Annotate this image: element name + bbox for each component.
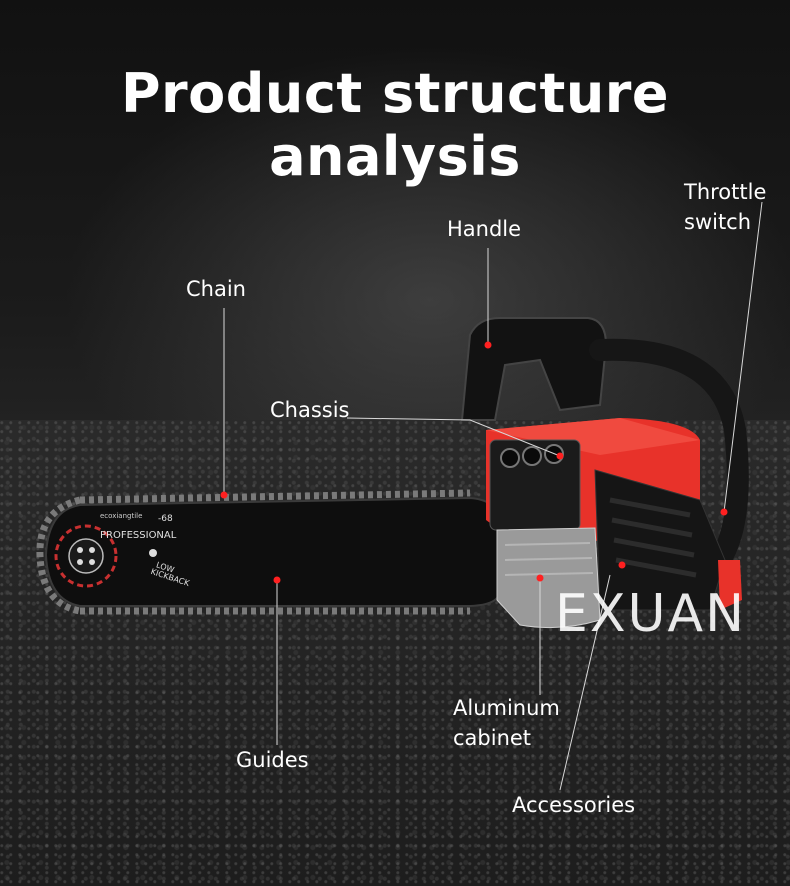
label-aluminum-line1: Aluminum [453, 696, 560, 720]
wrap-handle [589, 338, 749, 571]
bar-professional-text: PROFESSIONAL [100, 530, 177, 541]
brand-watermark: EXUAN [555, 584, 747, 644]
bar-brand-text: ecoxiangtile [100, 512, 143, 520]
sprocket-nose [54, 524, 118, 588]
bar-model-text: -68 [158, 514, 173, 524]
callout-markers [220, 341, 728, 584]
label-throttle-line2: switch [684, 210, 752, 234]
page-title: Product structure analysis [120, 62, 670, 188]
label-chain: Chain [186, 277, 246, 301]
engine-body [486, 418, 742, 629]
leader-lines [223, 201, 763, 791]
label-handle: Handle [447, 217, 522, 241]
label-throttle-line1: Throttle [684, 180, 767, 204]
top-handle [460, 317, 608, 421]
label-accessories: Accessories [512, 793, 636, 817]
label-guides: Guides [236, 748, 309, 772]
label-chassis: Chassis [270, 398, 350, 422]
label-aluminum-line2: cabinet [453, 726, 532, 750]
guide-bar [36, 489, 501, 615]
